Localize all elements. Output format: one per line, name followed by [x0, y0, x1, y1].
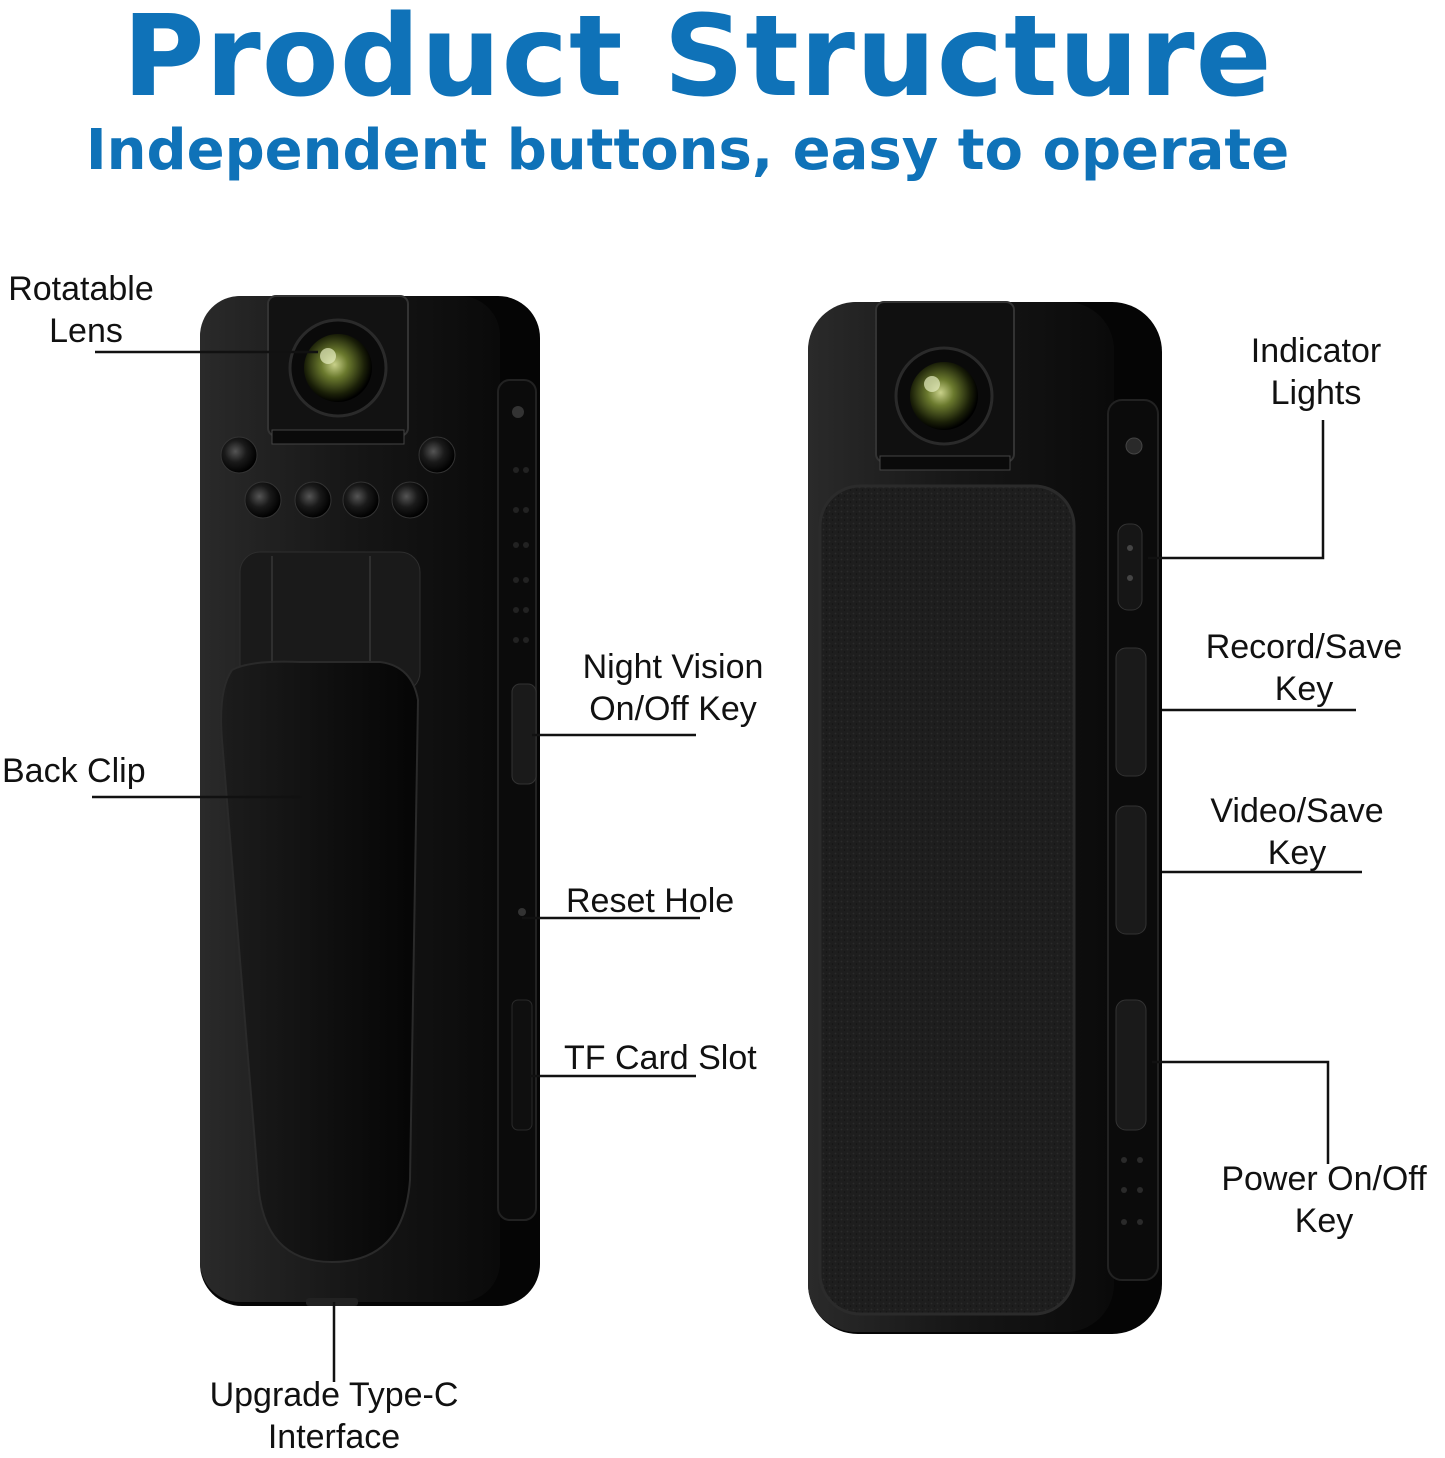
leather-panel [818, 484, 1076, 1316]
reset-hole [518, 908, 526, 916]
label-tf-card-slot: TF Card Slot [564, 1039, 757, 1077]
leader-lines [92, 350, 1362, 1382]
video-save-key [1115, 805, 1147, 935]
side-vent-dots [513, 467, 529, 643]
label-video-save-key: Video/Save Key [1210, 792, 1384, 872]
label-night-vision-key: Night Vision On/Off Key [582, 648, 764, 728]
label-rotatable-lens: Rotatable Lens [8, 270, 154, 350]
record-save-key [1115, 647, 1147, 777]
right-lens-icon [910, 362, 978, 430]
right-vent-dots [1121, 1157, 1143, 1225]
label-indicator-lights: Indicator Lights [1250, 332, 1382, 412]
label-power-key: Power On/Off Key [1221, 1160, 1427, 1240]
tf-card-slot [511, 999, 533, 1131]
left-device [200, 295, 540, 1306]
label-reset-hole: Reset Hole [566, 882, 735, 920]
right-device [808, 301, 1162, 1334]
lens-icon [304, 334, 372, 402]
power-key [1115, 999, 1147, 1131]
page-title: Product Structure [122, 0, 1273, 122]
side-indicator-icon [512, 406, 524, 418]
label-type-c-interface: Upgrade Type-C Interface [209, 1376, 459, 1456]
page-subtitle: Independent buttons, easy to operate [85, 118, 1290, 183]
indicator-lights [1117, 523, 1143, 611]
label-back-clip: Back Clip [2, 752, 146, 790]
back-clip [220, 660, 420, 1264]
label-record-save-key: Record/Save Key [1205, 628, 1403, 708]
side-hole-icon [1125, 437, 1143, 455]
type-c-port [306, 1298, 358, 1306]
ir-leds [220, 436, 456, 519]
